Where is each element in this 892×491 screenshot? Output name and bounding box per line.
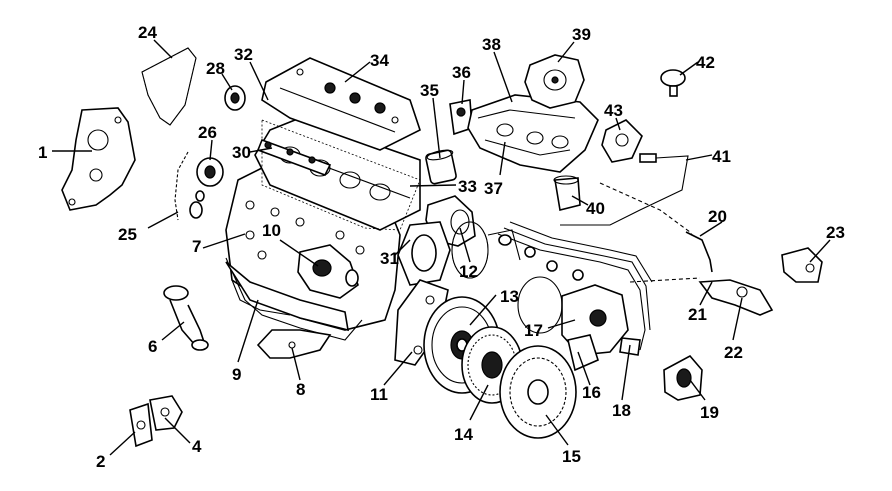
callout-37: 37 bbox=[484, 179, 503, 198]
callout-12: 12 bbox=[459, 262, 478, 281]
callout-41: 41 bbox=[712, 147, 731, 166]
callout-20: 20 bbox=[708, 207, 727, 226]
part-fuel-rail bbox=[497, 221, 653, 356]
part-egr-valve bbox=[601, 119, 657, 163]
part-oil-pipe bbox=[163, 285, 209, 351]
callout-31: 31 bbox=[380, 249, 399, 268]
callout-35: 35 bbox=[420, 81, 439, 100]
part-intake-manifold bbox=[467, 94, 599, 173]
part-solenoid bbox=[553, 175, 581, 211]
callout-42: 42 bbox=[696, 53, 715, 72]
callout-16: 16 bbox=[582, 383, 601, 402]
callout-10: 10 bbox=[262, 221, 281, 240]
part-oil-filter bbox=[425, 149, 457, 185]
callout-7: 7 bbox=[192, 237, 201, 256]
callout-2: 2 bbox=[96, 452, 105, 471]
part-throttle-body bbox=[524, 54, 585, 109]
callout-38: 38 bbox=[482, 35, 501, 54]
callout-labels: 1 2 4 6 7 8 9 10 11 12 13 14 15 16 17 18… bbox=[38, 23, 845, 471]
callout-34: 34 bbox=[370, 51, 389, 70]
callout-8: 8 bbox=[296, 380, 305, 399]
callout-22: 22 bbox=[724, 343, 743, 362]
callout-21: 21 bbox=[688, 305, 707, 324]
part-camshaft bbox=[256, 138, 332, 177]
callout-26: 26 bbox=[198, 123, 217, 142]
part-bracket bbox=[256, 329, 332, 359]
callout-39: 39 bbox=[572, 25, 591, 44]
part-water-pump bbox=[561, 284, 629, 372]
callout-17: 17 bbox=[524, 321, 543, 340]
callout-19: 19 bbox=[700, 403, 719, 422]
callout-4: 4 bbox=[192, 437, 202, 456]
callout-18: 18 bbox=[612, 401, 631, 420]
part-timing-cover bbox=[61, 107, 136, 211]
part-timing-chain bbox=[141, 47, 197, 126]
callout-6: 6 bbox=[148, 337, 157, 356]
part-pipe-fitting bbox=[698, 279, 774, 316]
part-valve-cover bbox=[261, 57, 421, 151]
part-pressure-plate bbox=[499, 345, 577, 439]
callout-40: 40 bbox=[586, 199, 605, 218]
part-vacuum-switch bbox=[660, 69, 686, 97]
part-gaskets bbox=[397, 221, 563, 334]
callout-15: 15 bbox=[562, 447, 581, 466]
callout-25: 25 bbox=[118, 225, 137, 244]
callout-30: 30 bbox=[232, 143, 251, 162]
callout-28: 28 bbox=[206, 59, 225, 78]
callout-23: 23 bbox=[826, 223, 845, 242]
callout-11: 11 bbox=[370, 385, 388, 404]
leader-lines bbox=[52, 39, 831, 456]
callout-13: 13 bbox=[500, 287, 519, 306]
callout-43: 43 bbox=[604, 101, 623, 120]
part-sprocket bbox=[224, 85, 246, 111]
callout-1: 1 bbox=[38, 143, 47, 162]
callout-9: 9 bbox=[232, 365, 241, 384]
part-bracket-23 bbox=[781, 247, 823, 283]
callout-24: 24 bbox=[138, 23, 157, 42]
part-tensioner bbox=[174, 151, 224, 221]
callout-32: 32 bbox=[234, 45, 253, 64]
part-engine-mounts bbox=[129, 395, 183, 448]
callout-36: 36 bbox=[452, 63, 471, 82]
part-pipes bbox=[560, 155, 713, 283]
part-bracket-19 bbox=[663, 354, 703, 401]
callout-14: 14 bbox=[454, 425, 473, 444]
callout-33: 33 bbox=[458, 177, 477, 196]
